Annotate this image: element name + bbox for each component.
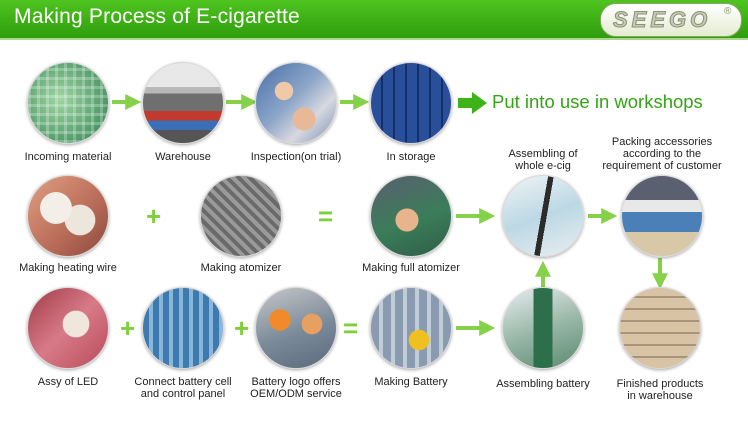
photo-connect-battery [142, 287, 224, 369]
seego-logo: SEEGO ® [600, 3, 742, 37]
label-incoming-material: Incoming material [24, 151, 112, 163]
label-making-full-atomizer: Making full atomizer [362, 262, 460, 274]
label-finished-products: Finished products in warehouse [575, 378, 745, 402]
registered-mark: ® [724, 6, 732, 17]
label-connect-battery: Connect battery cell and control panel [98, 376, 268, 400]
label-connect-battery-line1: Connect battery cell [134, 376, 232, 388]
photo-making-full-atomizer [370, 175, 452, 257]
logo-text: SEEGO [612, 7, 712, 33]
photo-making-heating-wire [27, 175, 109, 257]
label-in-storage: In storage [386, 151, 436, 163]
label-making-atomizer: Making atomizer [200, 262, 282, 274]
label-packing-accessories: Packing accessories according to the req… [577, 136, 747, 172]
page-title: Making Process of E-cigarette [14, 5, 300, 28]
equals-sign-2: = [343, 313, 359, 343]
header-banner: Making Process of E-cigarette SEEGO ® [0, 0, 748, 40]
label-packing-line3: requirement of customer [602, 160, 722, 172]
label-warehouse: Warehouse [155, 151, 211, 163]
label-assembling-ecig: Assembling of whole e-cig [458, 148, 628, 172]
label-battery-logo: Battery logo offers OEM/ODM service [211, 376, 381, 400]
plus-sign-3: + [234, 313, 250, 343]
label-assy-led: Assy of LED [37, 376, 99, 388]
photo-packing-accessories [621, 175, 703, 257]
photo-warehouse [142, 62, 224, 144]
plus-sign: + [146, 201, 162, 231]
label-assembling-battery: Assembling battery [496, 378, 590, 390]
plus-sign-2: + [120, 313, 136, 343]
label-finished-line1: Finished products [616, 378, 704, 390]
photo-incoming-material [27, 62, 109, 144]
label-packing-line1: Packing accessories [611, 136, 713, 148]
photo-making-battery [370, 287, 452, 369]
label-battery-logo-line2: OEM/ODM service [250, 388, 342, 400]
label-making-battery: Making Battery [374, 376, 448, 388]
label-assembling-ecig-line2: whole e-cig [515, 160, 571, 172]
photo-in-storage [370, 62, 452, 144]
label-connect-battery-line2: and control panel [140, 388, 226, 400]
photo-making-atomizer [200, 175, 282, 257]
label-packing-line2: according to the [622, 148, 702, 160]
label-battery-logo-line1: Battery logo offers [251, 376, 341, 388]
label-assembling-ecig-line1: Assembling of [508, 148, 578, 160]
label-finished-line2: in warehouse [627, 390, 693, 402]
photo-finished-products [619, 287, 701, 369]
photo-battery-logo [255, 287, 337, 369]
photo-assembling-battery [502, 287, 584, 369]
photo-assembling-ecig [502, 175, 584, 257]
photo-assy-led [27, 287, 109, 369]
equals-sign: = [318, 201, 334, 231]
photo-inspection [255, 62, 337, 144]
label-inspection: Inspection(on trial) [250, 151, 342, 163]
big-arrow-icon [458, 92, 487, 114]
label-making-heating-wire: Making heating wire [19, 262, 117, 274]
workshops-headline: Put into use in workshops [492, 91, 703, 112]
